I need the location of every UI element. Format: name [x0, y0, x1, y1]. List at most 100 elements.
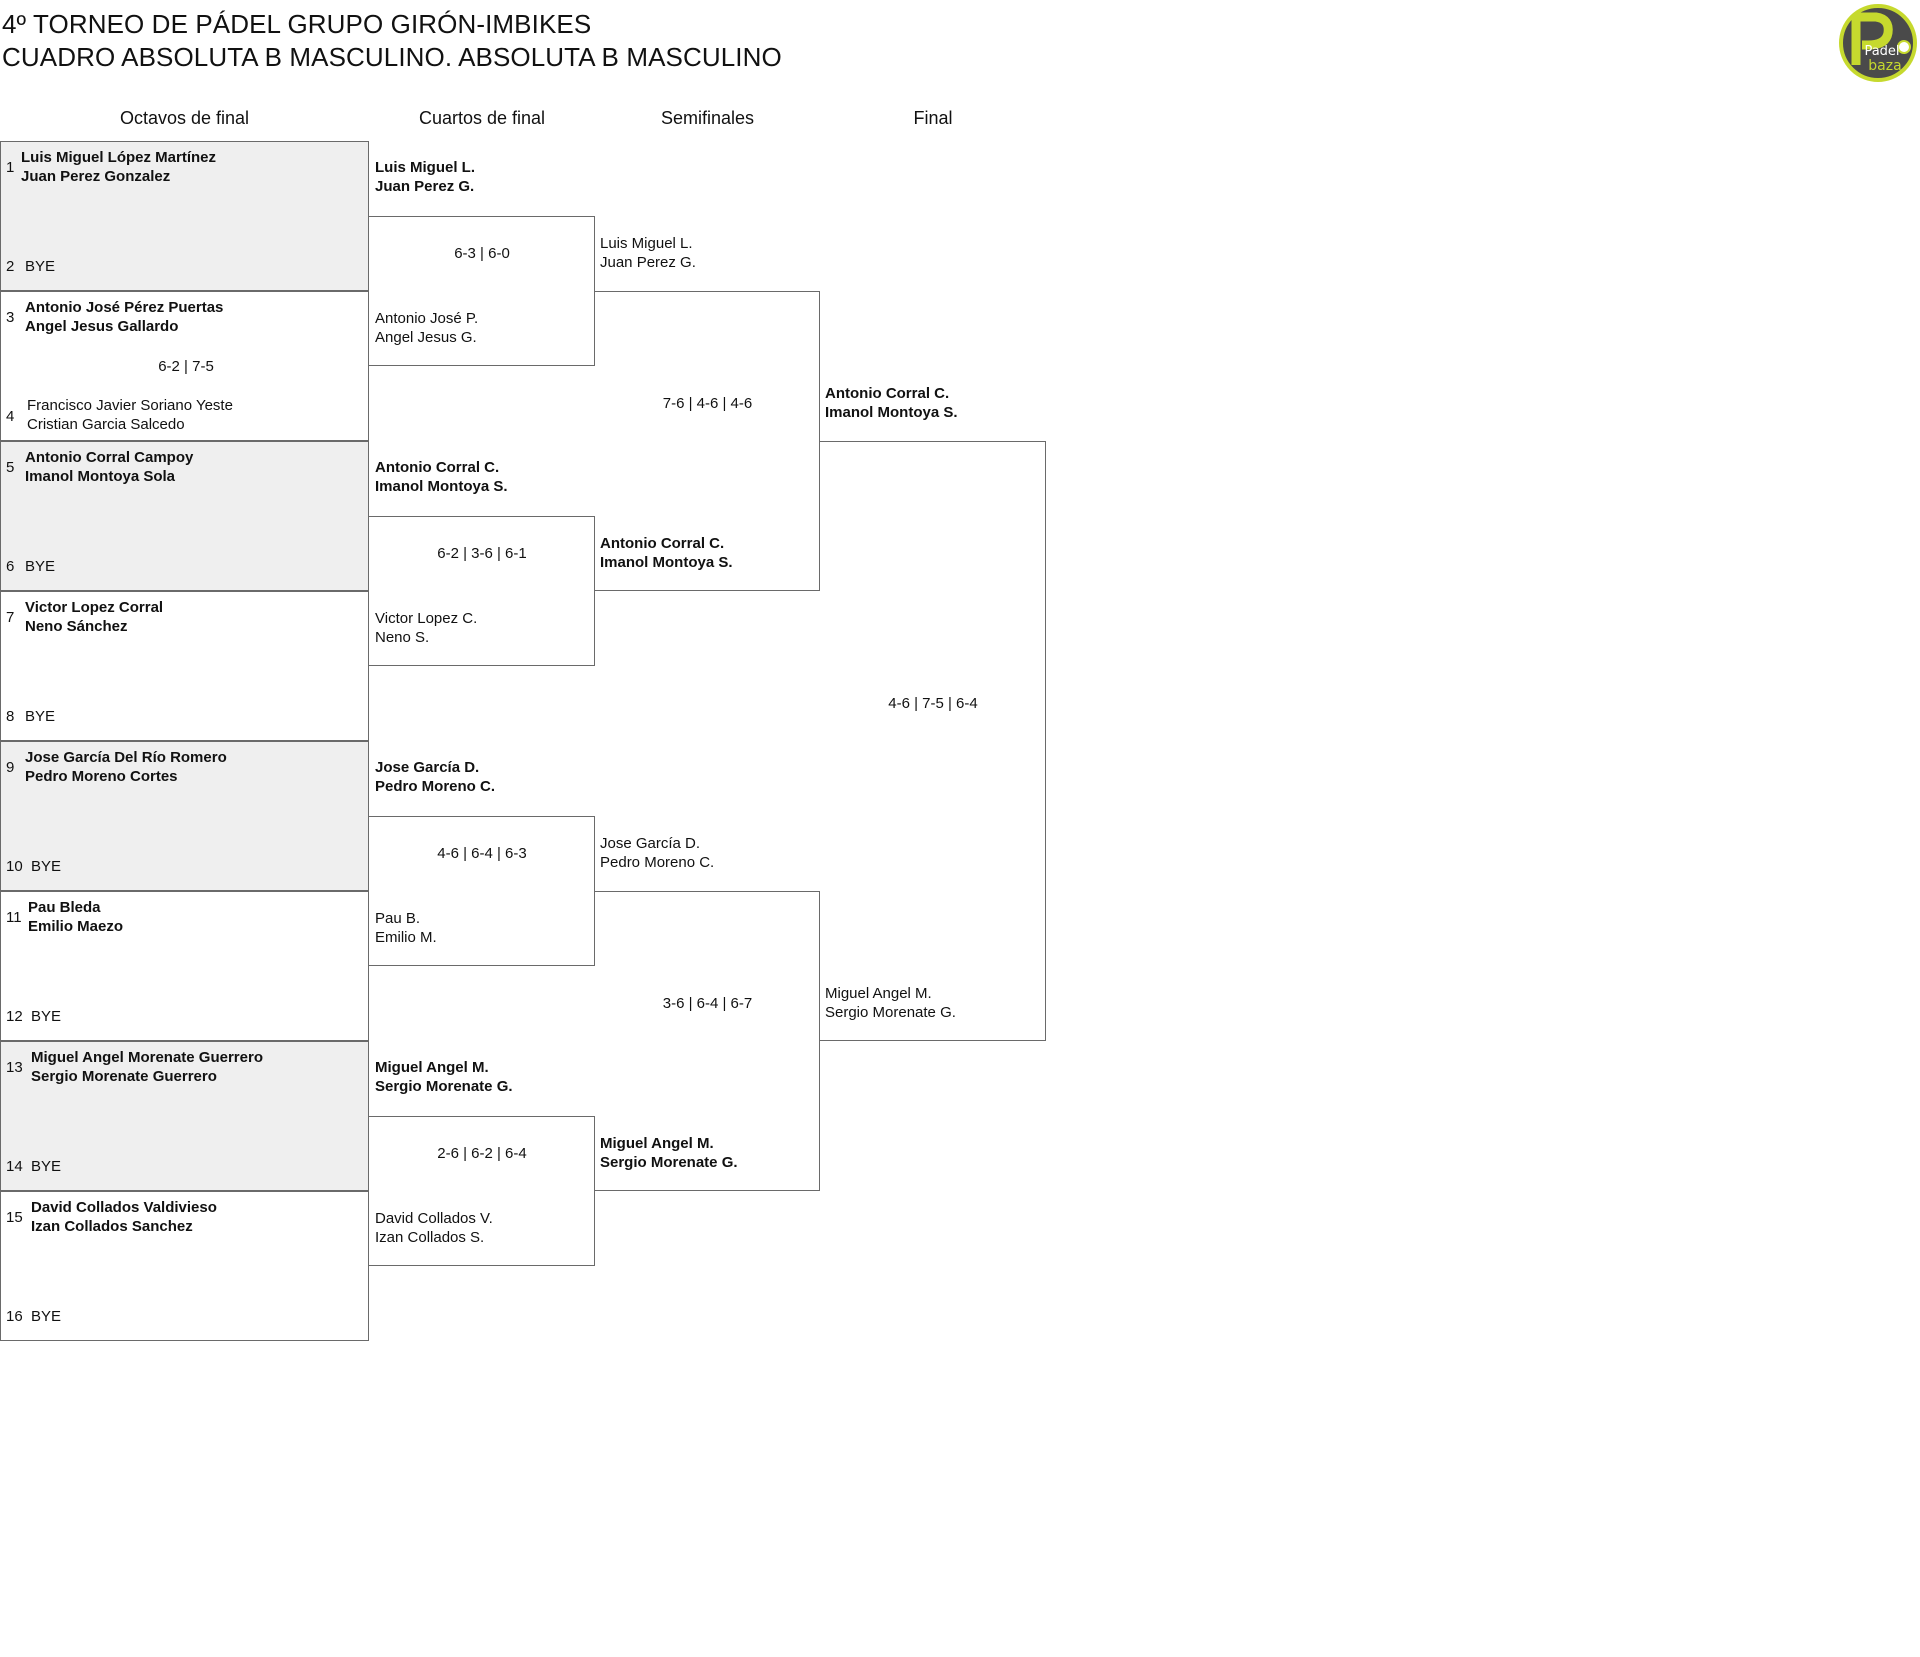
player-name: Sergio Morenate G.	[600, 1154, 738, 1171]
player-name: Neno S.	[375, 629, 430, 646]
qf-connector-2	[369, 516, 595, 666]
seed-number: 6	[6, 558, 15, 575]
player-name: BYE	[25, 258, 56, 275]
tournament-title: 4º TORNEO DE PÁDEL GRUPO GIRÓN-IMBIKES	[2, 9, 592, 39]
player-name: Juan Perez G.	[375, 178, 475, 195]
player-name: BYE	[31, 1308, 62, 1325]
round-header-r16: Octavos de final	[119, 108, 250, 128]
svg-text:baza: baza	[1868, 58, 1901, 74]
player-name: BYE	[31, 1008, 62, 1025]
seed-number: 14	[6, 1158, 23, 1175]
r16-match-7: 13 Miguel Angel Morenate Guerrero Sergio…	[0, 1041, 369, 1191]
player-name: Izan Collados S.	[375, 1229, 485, 1246]
player-name: BYE	[25, 708, 56, 725]
player-name: Jose García D.	[600, 835, 701, 852]
player-name: Luis Miguel L.	[600, 235, 693, 252]
player-name: Neno Sánchez	[25, 618, 128, 635]
padel-baza-logo: Padel baza	[1839, 4, 1917, 82]
match-score: 7-6 | 4-6 | 4-6	[662, 395, 753, 412]
player-name: Pedro Moreno C.	[375, 778, 496, 795]
r16-match-8: 15 David Collados Valdivieso Izan Collad…	[0, 1191, 369, 1341]
player-name: Antonio Corral C.	[600, 535, 725, 552]
player-name: Antonio Corral C.	[375, 459, 500, 476]
seed-number: 7	[6, 609, 15, 626]
seed-number: 16	[6, 1308, 23, 1325]
player-name: Pau Bleda	[28, 899, 101, 916]
player-name: Emilio M.	[375, 929, 437, 946]
seed-number: 9	[6, 759, 15, 776]
round-header-final: Final	[913, 108, 953, 128]
player-name: Cristian Garcia Salcedo	[27, 416, 185, 433]
player-name: BYE	[25, 558, 56, 575]
seed-number: 11	[6, 909, 22, 926]
match-score: 4-6 | 7-5 | 6-4	[888, 695, 978, 712]
player-name: Francisco Javier Soriano Yeste	[27, 397, 233, 414]
seed-number: 13	[6, 1059, 23, 1076]
player-name: Pedro Moreno C.	[600, 854, 715, 871]
seed-number: 1	[6, 159, 15, 176]
seed-number: 10	[6, 858, 23, 875]
match-score: 6-2 | 3-6 | 6-1	[437, 545, 527, 562]
player-name: Antonio José Pérez Puertas	[25, 299, 224, 316]
svg-text:Padel: Padel	[1864, 44, 1899, 59]
round-header-sf: Semifinales	[660, 108, 755, 128]
player-name: Miguel Angel M.	[600, 1135, 714, 1152]
qf-connector-1	[369, 216, 595, 366]
player-name: Antonio Corral Campoy	[25, 449, 194, 466]
player-name: Pedro Moreno Cortes	[25, 768, 178, 785]
player-name: Miguel Angel Morenate Guerrero	[31, 1049, 263, 1066]
seed-number: 12	[6, 1008, 23, 1025]
player-name: Emilio Maezo	[28, 918, 124, 935]
final-connector	[820, 441, 1046, 1041]
seed-number: 4	[6, 408, 15, 425]
player-name: BYE	[31, 1158, 62, 1175]
seed-number: 2	[6, 258, 15, 275]
player-name: Victor Lopez Corral	[25, 599, 164, 616]
match-score: 6-3 | 6-0	[454, 245, 510, 262]
player-name: David Collados Valdivieso	[31, 1199, 217, 1216]
player-name: Luis Miguel López Martínez	[21, 149, 217, 166]
qf-connector-4	[369, 1116, 595, 1266]
player-name: Jose García Del Río Romero	[25, 749, 227, 766]
match-score: 3-6 | 6-4 | 6-7	[662, 995, 753, 1012]
seed-number: 15	[6, 1209, 23, 1226]
player-name: Imanol Montoya S.	[825, 404, 958, 421]
player-name: Izan Collados Sanchez	[31, 1218, 193, 1235]
r16-match-6: 11 Pau Bleda Emilio Maezo 12 BYE	[0, 891, 369, 1041]
player-name: Miguel Angel M.	[825, 985, 932, 1002]
player-name: Imanol Montoya S.	[375, 478, 508, 495]
player-name: Imanol Montoya S.	[600, 554, 733, 571]
player-name: Sergio Morenate G.	[825, 1004, 956, 1021]
player-name: Angel Jesus G.	[375, 329, 477, 346]
player-name: Antonio Corral C.	[825, 385, 950, 402]
player-name: Jose García D.	[375, 759, 480, 776]
player-name: Luis Miguel L.	[375, 159, 475, 176]
sf-connector-2	[595, 891, 820, 1191]
sf-connector-1	[595, 291, 820, 591]
seed-number: 3	[6, 309, 15, 326]
player-name: Pau B.	[375, 910, 421, 927]
round-header-qf: Cuartos de final	[418, 108, 546, 128]
r16-match-1: 1 Luis Miguel López Martínez Juan Perez …	[0, 141, 369, 291]
bracket-subtitle: CUADRO ABSOLUTA B MASCULINO. ABSOLUTA B …	[2, 42, 782, 72]
player-name: Imanol Montoya Sola	[25, 468, 176, 485]
player-name: Victor Lopez C.	[375, 610, 478, 627]
seed-number: 5	[6, 459, 15, 476]
player-name: BYE	[31, 858, 62, 875]
match-score: 2-6 | 6-2 | 6-4	[437, 1145, 527, 1162]
r16-match-5: 9 Jose García Del Río Romero Pedro Moren…	[0, 741, 369, 891]
player-name: Juan Perez G.	[600, 254, 696, 271]
player-name: Sergio Morenate G.	[375, 1078, 513, 1095]
r16-match-4: 7 Victor Lopez Corral Neno Sánchez 8 BYE	[0, 591, 369, 741]
qf-connector-3	[369, 816, 595, 966]
r16-match-3: 5 Antonio Corral Campoy Imanol Montoya S…	[0, 441, 369, 591]
player-name: Juan Perez Gonzalez	[21, 168, 171, 185]
player-name: Angel Jesus Gallardo	[25, 318, 179, 335]
player-name: David Collados V.	[375, 1210, 493, 1227]
r16-match-2: 3 Antonio José Pérez Puertas Angel Jesus…	[0, 291, 369, 441]
player-name: Miguel Angel M.	[375, 1059, 489, 1076]
player-name: Antonio José P.	[375, 310, 479, 327]
match-score: 4-6 | 6-4 | 6-3	[437, 845, 527, 862]
match-score: 6-2 | 7-5	[158, 358, 214, 375]
player-name: Sergio Morenate Guerrero	[31, 1068, 217, 1085]
